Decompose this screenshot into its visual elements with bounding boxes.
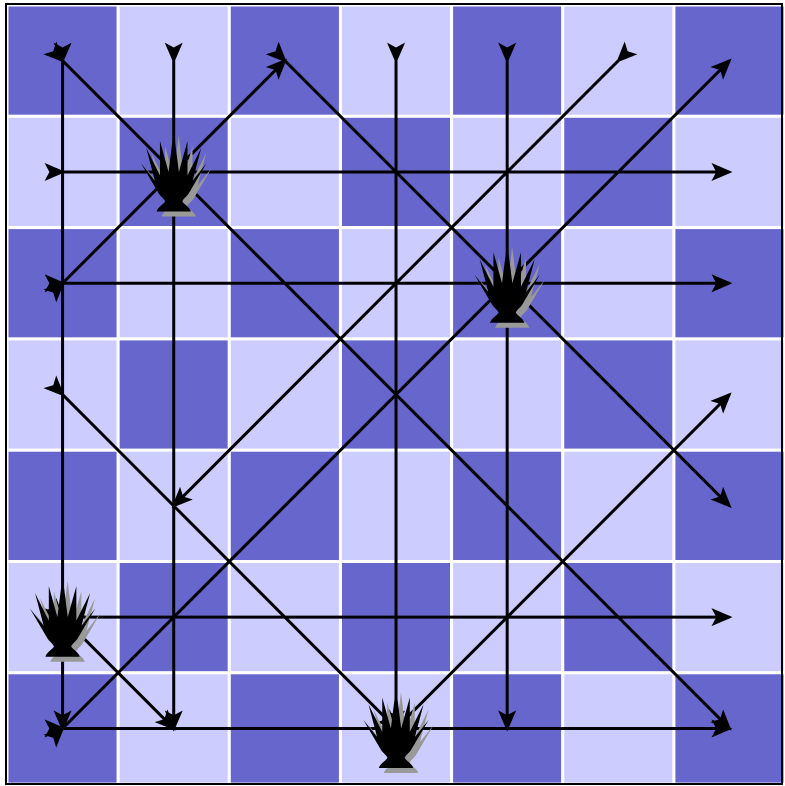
chess-board	[0, 0, 785, 786]
board-svg	[0, 0, 785, 786]
